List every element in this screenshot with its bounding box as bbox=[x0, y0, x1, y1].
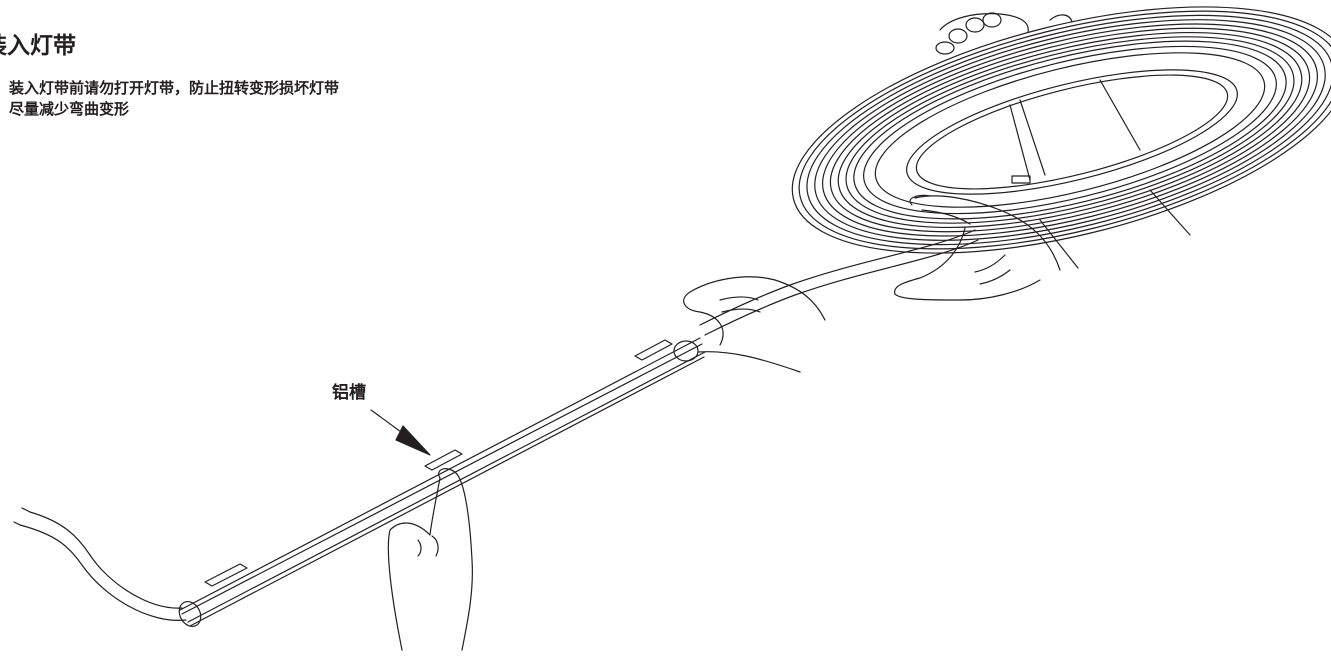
instruction-note-2: 尽量减少弯曲变形 bbox=[9, 100, 130, 118]
aluminum-channel-label: 铝槽 bbox=[332, 383, 366, 403]
power-cable bbox=[13, 507, 187, 621]
hand-middle-icon bbox=[673, 276, 826, 373]
hand-top-icon bbox=[935, 12, 1073, 55]
section-title: 装入灯带 bbox=[0, 33, 76, 59]
aluminum-channel bbox=[178, 337, 706, 628]
hand-bottom-icon bbox=[387, 468, 473, 651]
instruction-note-1: 装入灯带前请勿打开灯带，防止扭转变形损坏灯带 bbox=[9, 79, 340, 97]
led-strip-coil bbox=[791, 6, 1331, 269]
callout-arrow bbox=[370, 409, 431, 456]
hand-right-icon bbox=[894, 194, 1061, 301]
led-strip bbox=[699, 229, 979, 336]
